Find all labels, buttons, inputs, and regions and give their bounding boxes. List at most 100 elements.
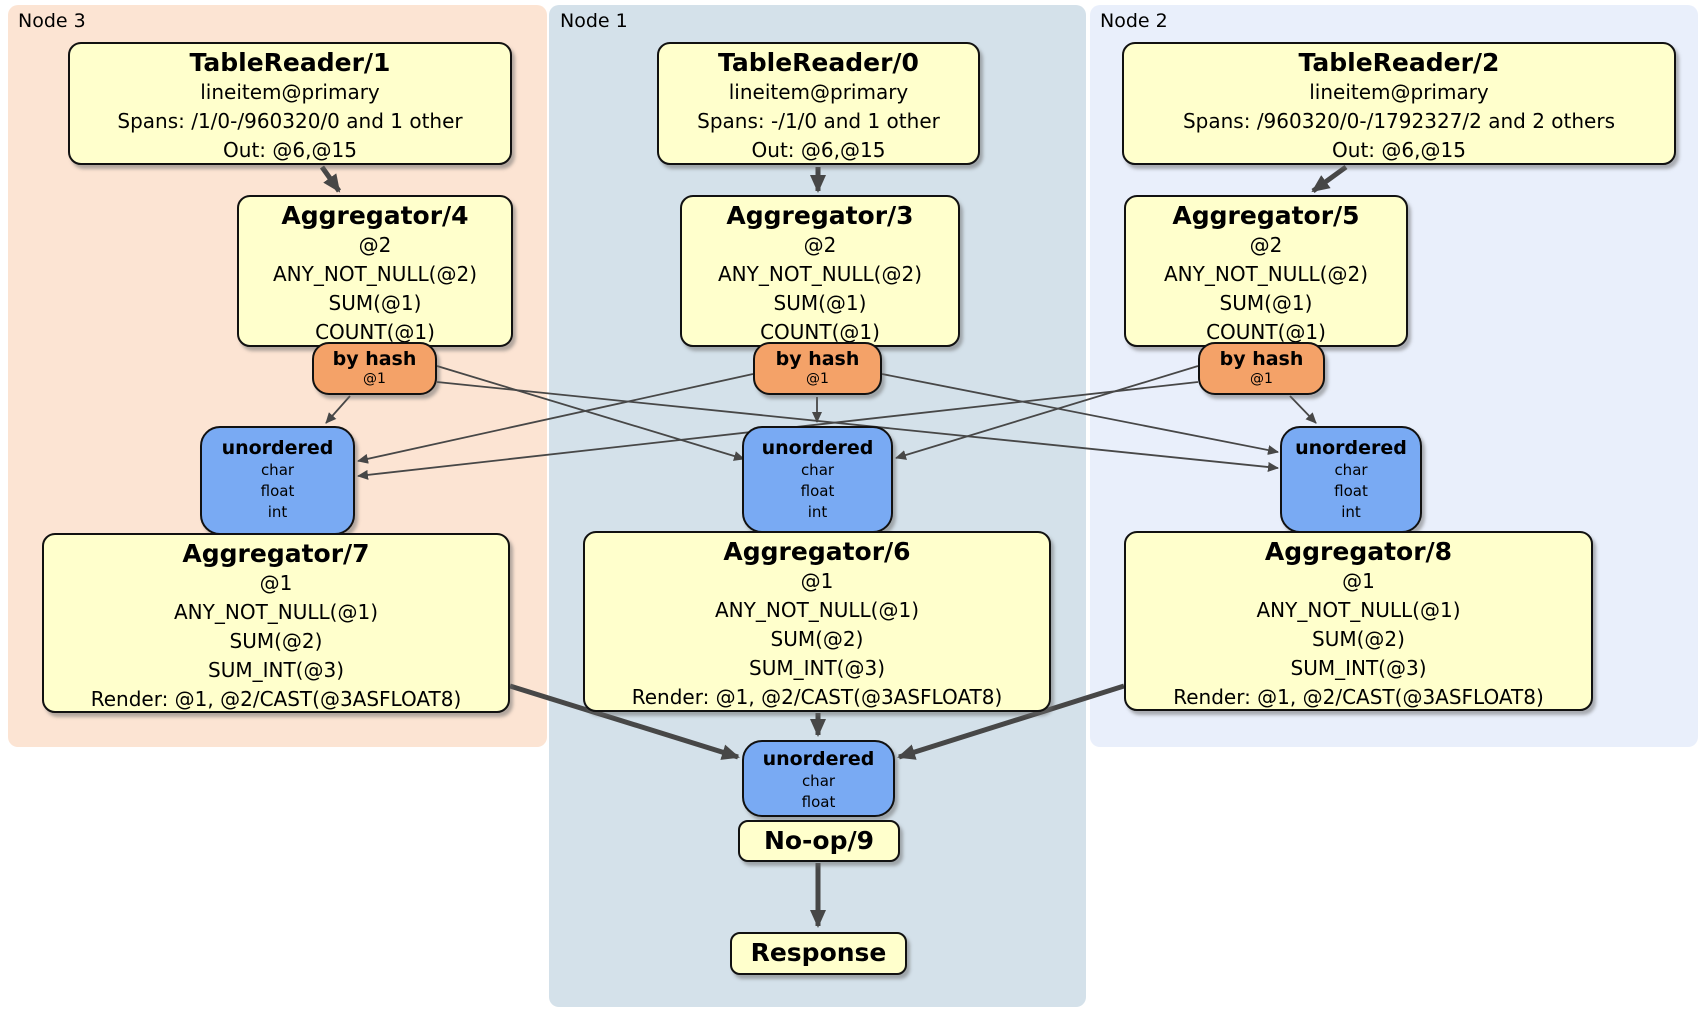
aggregator-7-render: Render: @1, @2/CAST(@3ASFLOAT8) [90,687,462,711]
aggregator-8-fn1: ANY_NOT_NULL(@1) [1256,598,1461,622]
aggregator-4-fn2: SUM(@1) [328,291,422,315]
aggregator-3-fn2: SUM(@1) [773,291,867,315]
hash-router-node2-key: @1 [1250,371,1273,387]
aggregator-7-fn1: ANY_NOT_NULL(@1) [174,600,378,624]
unordered-sync-node2: unordered char float int [1280,426,1422,533]
node1-label: Node 1 [560,10,628,32]
edge-router1-to-sync2 [881,373,1279,455]
edge-router2-to-sync1 [895,365,1199,460]
aggregator-6-group: @1 [800,569,834,593]
tablereader-1-spans: Spans: /1/0-/960320/0 and 1 other [117,109,463,133]
final-sync-col1: char [801,772,836,790]
aggregator-5-fn3: COUNT(@1) [1206,320,1326,344]
tablereader-2-box: TableReader/2 lineitem@primary Spans: /9… [1122,42,1676,165]
sync-node3-col3: int [267,503,288,521]
tablereader-0-out: Out: @6,@15 [751,138,886,162]
sync-node2-col1: char [1334,461,1368,479]
aggregator-4-group: @2 [358,233,392,257]
final-unordered-sync-title: unordered [762,748,875,770]
hash-router-node3: by hash @1 [312,342,437,395]
aggregator-5-fn1: ANY_NOT_NULL(@2) [1164,262,1368,286]
aggregator-3-fn3: COUNT(@1) [760,320,880,344]
tablereader-2-out: Out: @6,@15 [1332,138,1466,162]
aggregator-5-group: @2 [1249,233,1283,257]
unordered-sync-node1-title: unordered [761,437,874,459]
unordered-sync-node3-title: unordered [221,437,334,459]
aggregator-8-fn2: SUM(@2) [1312,627,1405,651]
aggregator-8-group: @1 [1342,569,1375,593]
node2-label: Node 2 [1100,10,1168,32]
final-sync-col2: float [801,793,836,811]
tablereader-2-spans: Spans: /960320/0-/1792327/2 and 2 others [1182,109,1615,133]
response-title: Response [750,938,887,967]
unordered-sync-node3: unordered char float int [200,426,355,535]
aggregator-6-fn1: ANY_NOT_NULL(@1) [715,598,919,622]
aggregator-7-box: Aggregator/7 @1 ANY_NOT_NULL(@1) SUM(@2)… [42,533,510,713]
edge-router1-to-sync3 [357,373,754,464]
tablereader-0-index: lineitem@primary [728,80,909,104]
aggregator-8-box: Aggregator/8 @1 ANY_NOT_NULL(@1) SUM(@2)… [1124,531,1593,711]
aggregator-6-title: Aggregator/6 [723,537,911,566]
tablereader-0-box: TableReader/0 lineitem@primary Spans: -/… [657,42,980,165]
aggregator-7-group: @1 [259,571,293,595]
tablereader-1-title: TableReader/1 [189,48,391,77]
aggregator-8-fn3: SUM_INT(@3) [1290,656,1427,680]
tablereader-1-box: TableReader/1 lineitem@primary Spans: /1… [68,42,512,165]
tablereader-2-title: TableReader/2 [1298,48,1500,77]
tablereader-1-out: Out: @6,@15 [223,138,357,162]
noop-9-box: No-op/9 [738,820,900,862]
aggregator-3-group: @2 [803,233,837,257]
aggregator-7-fn3: SUM_INT(@3) [208,658,344,682]
hash-router-node3-title: by hash [332,348,417,370]
hash-router-node2: by hash @1 [1198,342,1325,395]
hash-router-node1-title: by hash [775,348,860,370]
aggregator-6-fn2: SUM(@2) [770,627,864,651]
sync-node2-col3: int [1341,503,1361,521]
hash-router-node1-key: @1 [806,371,829,387]
aggregator-5-box: Aggregator/5 @2 ANY_NOT_NULL(@2) SUM(@1)… [1124,195,1408,347]
edge-tablereader2-to-aggregator5 [1311,164,1348,194]
sync-node3-col1: char [260,461,295,479]
aggregator-5-fn2: SUM(@1) [1219,291,1313,315]
aggregator-4-fn3: COUNT(@1) [315,320,435,344]
aggregator-5-title: Aggregator/5 [1172,201,1360,230]
unordered-sync-node2-title: unordered [1295,437,1407,459]
tablereader-2-index: lineitem@primary [1309,80,1489,104]
final-unordered-sync: unordered char float [742,740,895,817]
aggregator-3-title: Aggregator/3 [726,201,914,230]
noop-9-title: No-op/9 [763,826,875,855]
sync-node1-col1: char [800,461,835,479]
hash-router-node1: by hash @1 [753,342,882,395]
aggregator-3-box: Aggregator/3 @2 ANY_NOT_NULL(@2) SUM(@1)… [680,195,960,347]
response-box: Response [730,932,907,975]
sync-node3-col2: float [260,482,295,500]
hash-router-node2-title: by hash [1219,348,1304,370]
aggregator-6-fn3: SUM_INT(@3) [749,656,885,680]
sync-node1-col3: int [807,503,828,521]
aggregator-4-fn1: ANY_NOT_NULL(@2) [273,262,477,286]
tablereader-0-title: TableReader/0 [718,48,919,77]
aggregator-8-render: Render: @1, @2/CAST(@3ASFLOAT8) [1173,685,1544,709]
unordered-sync-node1: unordered char float int [742,426,893,533]
hash-router-node3-key: @1 [363,371,386,387]
edge-router3-to-sync1 [436,365,745,461]
edge-router3-to-sync2 [436,381,1279,472]
edge-router2-to-sync2 [1289,395,1317,424]
sync-node1-col2: float [800,482,835,500]
aggregator-4-title: Aggregator/4 [281,201,469,230]
aggregator-6-box: Aggregator/6 @1 ANY_NOT_NULL(@1) SUM(@2)… [583,531,1051,712]
edge-aggregator8-to-final-sync [897,683,1125,760]
tablereader-1-index: lineitem@primary [200,80,380,104]
node3-label: Node 3 [18,10,86,32]
edge-router3-to-sync3 [325,395,351,424]
aggregator-3-fn1: ANY_NOT_NULL(@2) [718,262,922,286]
aggregator-8-title: Aggregator/8 [1264,537,1453,566]
edge-tablereader1-to-aggregator4 [319,165,342,193]
tablereader-0-spans: Spans: -/1/0 and 1 other [697,109,940,133]
edge-aggregator7-to-final-sync [509,683,740,760]
sync-node2-col2: float [1334,482,1368,500]
aggregator-7-title: Aggregator/7 [182,539,370,568]
aggregator-6-render: Render: @1, @2/CAST(@3ASFLOAT8) [631,685,1003,709]
aggregator-4-box: Aggregator/4 @2 ANY_NOT_NULL(@2) SUM(@1)… [237,195,513,347]
